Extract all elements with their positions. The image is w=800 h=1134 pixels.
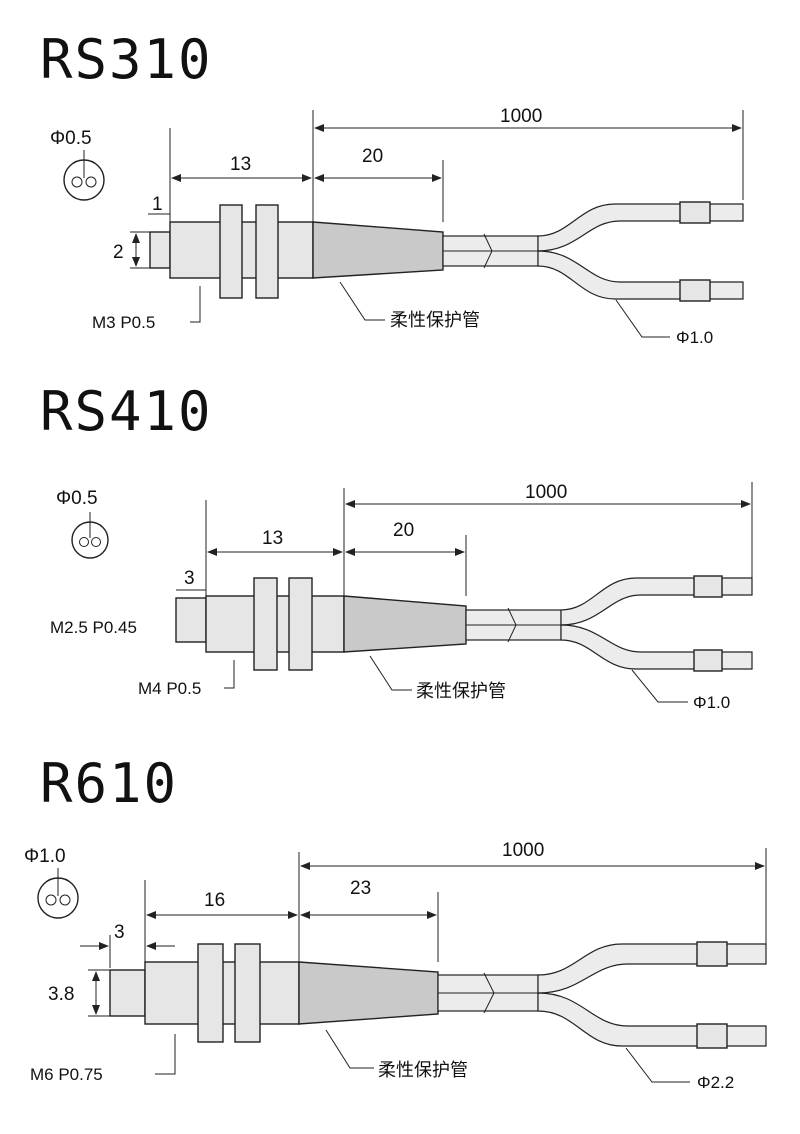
sleeve-length-label: 20 <box>362 146 383 167</box>
tip <box>149 231 171 269</box>
cable-diameter-label: Φ1.0 <box>693 693 730 712</box>
tip-length-label: 3 <box>114 922 125 943</box>
sensor-rs410: RS410 Φ0.5 13 20 1000 3 M2.5 P0.45 <box>40 380 753 712</box>
sleeve-length-label: 20 <box>393 520 414 541</box>
cable-diameter-label: Φ2.2 <box>697 1073 734 1092</box>
thread-spec-label: M6 P0.75 <box>30 1065 103 1084</box>
tip-length-label: 1 <box>152 194 163 215</box>
thread-length-label: 13 <box>230 154 251 175</box>
nut <box>255 204 279 299</box>
fiber-end-icon <box>63 150 105 201</box>
cable-branch-bottom <box>537 992 767 1047</box>
nut <box>234 943 261 1043</box>
fiber-end-icon <box>71 512 109 559</box>
sleeve-label: 柔性保护管 <box>390 310 480 331</box>
cable-branch-top <box>537 203 744 252</box>
tip-diameter-label: 3.8 <box>48 984 74 1005</box>
nut <box>197 943 224 1043</box>
model-title: RS410 <box>40 380 213 443</box>
fiber-diameter-label: Φ0.5 <box>50 128 92 149</box>
tip-diameter-label: 2 <box>113 242 124 263</box>
protective-sleeve <box>343 595 467 653</box>
protective-sleeve <box>312 221 444 279</box>
model-title: R610 <box>40 752 178 815</box>
model-title: RS310 <box>40 28 213 91</box>
cable-branch-top <box>560 577 753 626</box>
total-length-label: 1000 <box>502 840 544 861</box>
sleeve-label: 柔性保护管 <box>416 681 506 702</box>
thread-spec-label: M4 P0.5 <box>138 679 201 698</box>
cable-branch-bottom <box>537 250 744 300</box>
total-length-label: 1000 <box>525 482 567 503</box>
sleeve-length-label: 23 <box>350 878 371 899</box>
tip <box>175 597 207 643</box>
sensor-r610: R610 Φ1.0 16 23 1000 3 3.8 <box>24 752 767 1092</box>
cable-diameter-label: Φ1.0 <box>676 328 713 347</box>
thread-length-label: 16 <box>204 890 225 911</box>
cable-branch-bottom <box>560 624 753 670</box>
tip <box>109 969 146 1017</box>
sleeve-label: 柔性保护管 <box>378 1060 468 1081</box>
tip-thread-spec-label: M2.5 P0.45 <box>50 618 137 637</box>
tip-length-label: 3 <box>184 568 195 589</box>
fiber-end-icon <box>37 868 79 919</box>
thread-spec-label: M3 P0.5 <box>92 313 155 332</box>
nut <box>253 577 278 671</box>
cable-branch-top <box>537 943 767 994</box>
sensor-rs310: RS310 Φ0.5 13 20 1000 1 2 <box>40 28 744 347</box>
protective-sleeve <box>298 961 439 1025</box>
total-length-label: 1000 <box>500 106 542 127</box>
thread-length-label: 13 <box>262 528 283 549</box>
fiber-diameter-label: Φ1.0 <box>24 846 66 867</box>
nut <box>219 204 243 299</box>
fiber-diameter-label: Φ0.5 <box>56 488 98 509</box>
nut <box>288 577 313 671</box>
